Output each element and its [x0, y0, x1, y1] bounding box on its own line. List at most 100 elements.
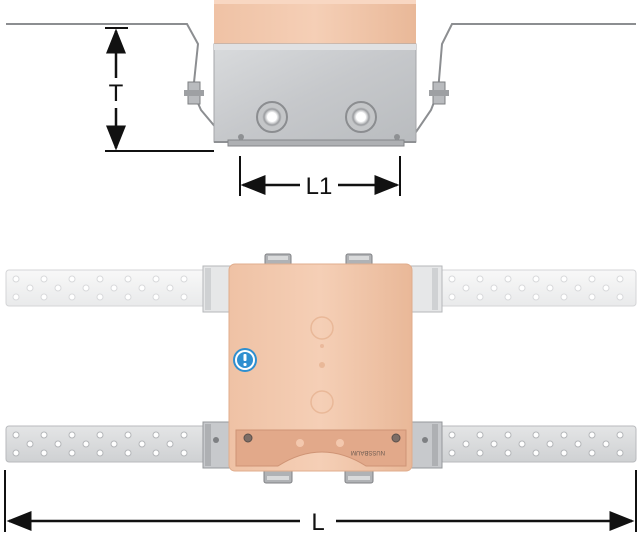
strap-hole — [504, 275, 512, 283]
strap-hole — [448, 431, 456, 439]
strap-hole — [40, 293, 48, 301]
strap-hole — [68, 431, 76, 439]
strap-hole — [476, 449, 484, 457]
bottom-rail — [227, 139, 405, 147]
strap-hole — [12, 449, 20, 457]
strap-hole — [476, 431, 484, 439]
strap-hole — [616, 275, 624, 283]
upper-left-strap — [5, 269, 212, 307]
strap-hole — [532, 449, 540, 457]
bracket-upper-left — [202, 265, 232, 313]
strap-hole — [152, 431, 160, 439]
strap-hole — [476, 275, 484, 283]
strap-hole — [152, 449, 160, 457]
strap-hole — [82, 440, 90, 448]
metal-front-plate — [213, 43, 417, 143]
strap-hole — [560, 275, 568, 283]
strap-hole — [124, 431, 132, 439]
strap-hole — [476, 293, 484, 301]
strap-hole — [546, 440, 554, 448]
strap-hole — [96, 449, 104, 457]
strap-hole — [152, 275, 160, 283]
strap-hole — [40, 449, 48, 457]
strap-hole — [588, 275, 596, 283]
strap-hole — [138, 440, 146, 448]
lower-panel — [235, 429, 407, 467]
front-view: NUSSBAUM L — [4, 253, 637, 536]
strap-hole — [532, 293, 540, 301]
strap-hole — [12, 275, 20, 283]
left-clamp — [184, 81, 204, 105]
strap-hole — [518, 284, 526, 292]
strap-hole — [12, 293, 20, 301]
strap-hole — [616, 293, 624, 301]
strap-hole — [504, 449, 512, 457]
strap-hole — [616, 449, 624, 457]
bracket-upper-right — [409, 265, 443, 313]
strap-hole — [54, 284, 62, 292]
strap-hole — [532, 275, 540, 283]
strap-hole — [124, 293, 132, 301]
right-clamp — [429, 81, 449, 105]
dimension-l: L — [4, 470, 637, 536]
left-port — [256, 101, 288, 133]
strap-hole — [138, 284, 146, 292]
strap-hole — [96, 431, 104, 439]
strap-hole — [588, 449, 596, 457]
strap-hole — [166, 284, 174, 292]
strap-hole — [40, 275, 48, 283]
strap-hole — [26, 284, 34, 292]
housing-top — [214, 0, 416, 44]
dimension-l1: L1 — [239, 156, 401, 200]
strap-hole — [448, 275, 456, 283]
strap-hole — [448, 449, 456, 457]
bracket-lower-right — [409, 421, 443, 469]
strap-hole — [152, 293, 160, 301]
strap-hole — [588, 293, 596, 301]
strap-hole — [504, 431, 512, 439]
strap-hole — [490, 440, 498, 448]
bracket-lower-left — [202, 421, 232, 469]
strap-hole — [180, 449, 188, 457]
right-port — [345, 101, 377, 133]
strap-hole — [82, 284, 90, 292]
strap-hole — [180, 275, 188, 283]
upper-right-strap — [439, 269, 637, 307]
strap-hole — [40, 431, 48, 439]
strap-hole — [26, 440, 34, 448]
strap-hole — [462, 440, 470, 448]
lower-right-strap — [439, 425, 637, 463]
strap-hole — [54, 440, 62, 448]
strap-hole — [110, 440, 118, 448]
dimension-l1-label: L1 — [306, 173, 333, 200]
strap-hole — [96, 293, 104, 301]
strap-hole — [602, 440, 610, 448]
strap-hole — [490, 284, 498, 292]
info-icon — [233, 348, 257, 372]
strap-hole — [68, 293, 76, 301]
strap-hole — [180, 431, 188, 439]
strap-hole — [546, 284, 554, 292]
strap-hole — [518, 440, 526, 448]
strap-hole — [12, 431, 20, 439]
strap-hole — [110, 284, 118, 292]
brand-label: NUSSBAUM — [351, 449, 385, 455]
strap-hole — [124, 275, 132, 283]
strap-hole — [68, 275, 76, 283]
strap-hole — [616, 431, 624, 439]
top-view: T L1 — [6, 0, 636, 200]
strap-hole — [180, 293, 188, 301]
strap-hole — [68, 449, 76, 457]
strap-hole — [532, 431, 540, 439]
strap-hole — [166, 440, 174, 448]
dimension-t-label: T — [109, 80, 124, 107]
strap-hole — [448, 293, 456, 301]
strap-hole — [96, 275, 104, 283]
strap-hole — [574, 440, 582, 448]
strap-hole — [560, 431, 568, 439]
strap-hole — [504, 293, 512, 301]
strap-hole — [462, 284, 470, 292]
strap-hole — [124, 449, 132, 457]
